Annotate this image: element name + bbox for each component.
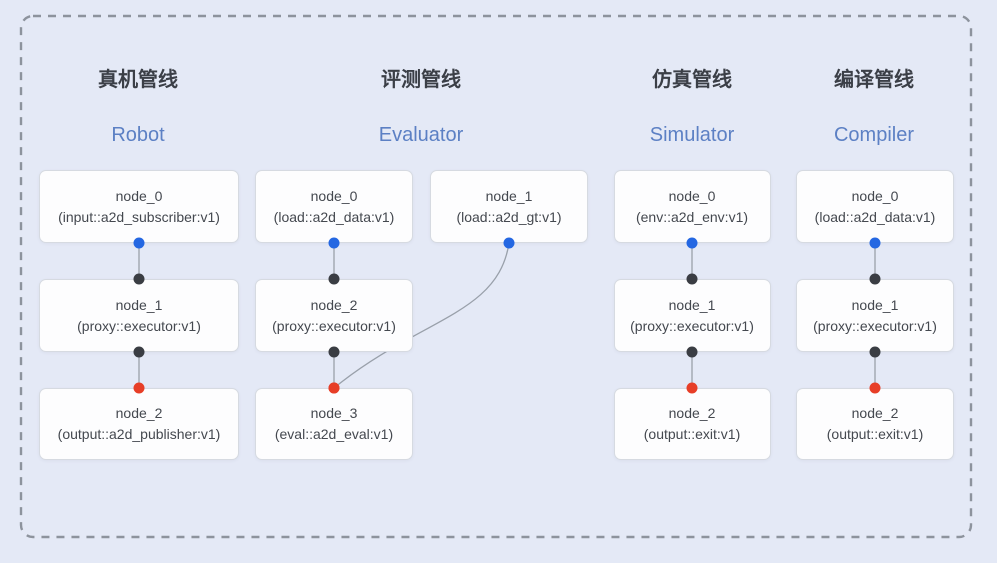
pipeline-title-zh-simulator: 仿真管线 [652, 69, 732, 91]
node-simulator-node_1: node_1(proxy::executor:v1) [613, 279, 771, 352]
node-robot-node_2: node_2(output::a2d_publisher:v1) [39, 388, 239, 460]
node-evaluator-node_3: node_3(eval::a2d_eval:v1) [255, 388, 413, 460]
node-evaluator-node_2: node_2(proxy::executor:v1) [255, 279, 413, 352]
pipeline-title-en-robot: Robot [111, 124, 165, 146]
node-type-label: (proxy::executor:v1) [77, 317, 201, 334]
node-type-label: (env::a2d_env:v1) [635, 208, 749, 225]
pipeline-title-zh-robot: 真机管线 [98, 69, 178, 91]
node-name-label: node_1 [485, 187, 533, 204]
node-type-label: (proxy::executor:v1) [272, 317, 396, 334]
node-type-label: (output::exit:v1) [826, 426, 924, 442]
node-simulator-node_0: node_0(env::a2d_env:v1) [613, 170, 771, 243]
pipeline-title-zh-evaluator: 评测管线 [381, 69, 461, 91]
node-type-label: (load::a2d_data:v1) [814, 208, 936, 225]
node-name-label: node_2 [115, 405, 163, 421]
node-type-label: (output::a2d_publisher:v1) [57, 426, 221, 442]
node-compiler-node_2: node_2(output::exit:v1) [796, 388, 954, 460]
node-name-label: node_1 [115, 296, 163, 313]
node-type-label: (load::a2d_data:v1) [273, 208, 395, 225]
node-compiler-node_1: node_1(proxy::executor:v1) [796, 279, 954, 352]
node-name-label: node_1 [668, 296, 716, 313]
node-name-label: node_0 [851, 187, 899, 204]
node-evaluator-node_0: node_0(load::a2d_data:v1) [255, 170, 413, 243]
node-type-label: (proxy::executor:v1) [630, 317, 754, 334]
node-type-label: (eval::a2d_eval:v1) [274, 426, 394, 442]
node-type-label: (load::a2d_gt:v1) [456, 208, 562, 225]
node-name-label: node_1 [851, 296, 899, 313]
node-robot-node_1: node_1(proxy::executor:v1) [39, 279, 239, 352]
pipeline-title-en-compiler: Compiler [833, 124, 915, 146]
node-name-label: node_3 [310, 405, 358, 421]
node-name-label: node_0 [310, 187, 358, 204]
pipeline-title-zh-compiler: 编译管线 [834, 69, 914, 91]
pipeline-title-en-simulator: Simulator [649, 124, 735, 146]
node-name-label: node_2 [668, 405, 716, 421]
node-evaluator-node_1: node_1(load::a2d_gt:v1) [430, 170, 588, 243]
node-robot-node_0: node_0(input::a2d_subscriber:v1) [39, 170, 239, 243]
node-name-label: node_0 [668, 187, 716, 204]
node-type-label: (proxy::executor:v1) [813, 317, 937, 334]
node-name-label: node_0 [115, 187, 163, 204]
node-simulator-node_2: node_2(output::exit:v1) [613, 388, 771, 460]
node-type-label: (output::exit:v1) [643, 426, 741, 442]
node-compiler-node_0: node_0(load::a2d_data:v1) [796, 170, 954, 243]
node-type-label: (input::a2d_subscriber:v1) [58, 208, 220, 225]
pipeline-title-en-evaluator: Evaluator [378, 124, 464, 146]
node-name-label: node_2 [310, 296, 358, 313]
node-name-label: node_2 [851, 405, 899, 421]
